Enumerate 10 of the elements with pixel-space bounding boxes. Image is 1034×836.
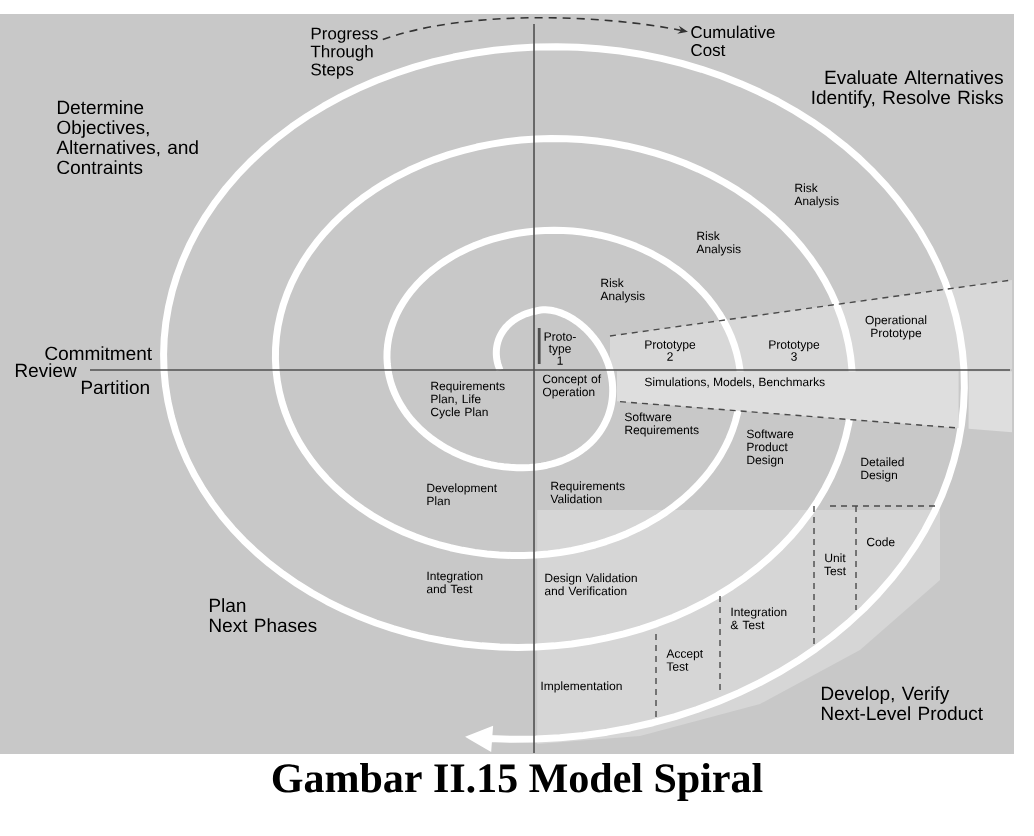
review-label: Review (15, 363, 77, 378)
quadrant-label: Determine Objectives, Alternatives, and Contraints (56, 100, 198, 175)
axis-label: Progress Through Steps (310, 27, 378, 79)
axis-label: Cumulative Cost (691, 25, 775, 57)
quadrant-label: Plan Next Phases (209, 598, 317, 633)
review-label: Partition (81, 380, 149, 395)
quadrant-label: Develop, Verify Next-Level Product (822, 686, 983, 721)
review-label: Commitment (45, 346, 152, 361)
caption: Gambar II.15 Model Spiral (272, 762, 763, 802)
quadrant-label: Evaluate Alternatives Identify, Resolve Risks (812, 70, 1003, 108)
